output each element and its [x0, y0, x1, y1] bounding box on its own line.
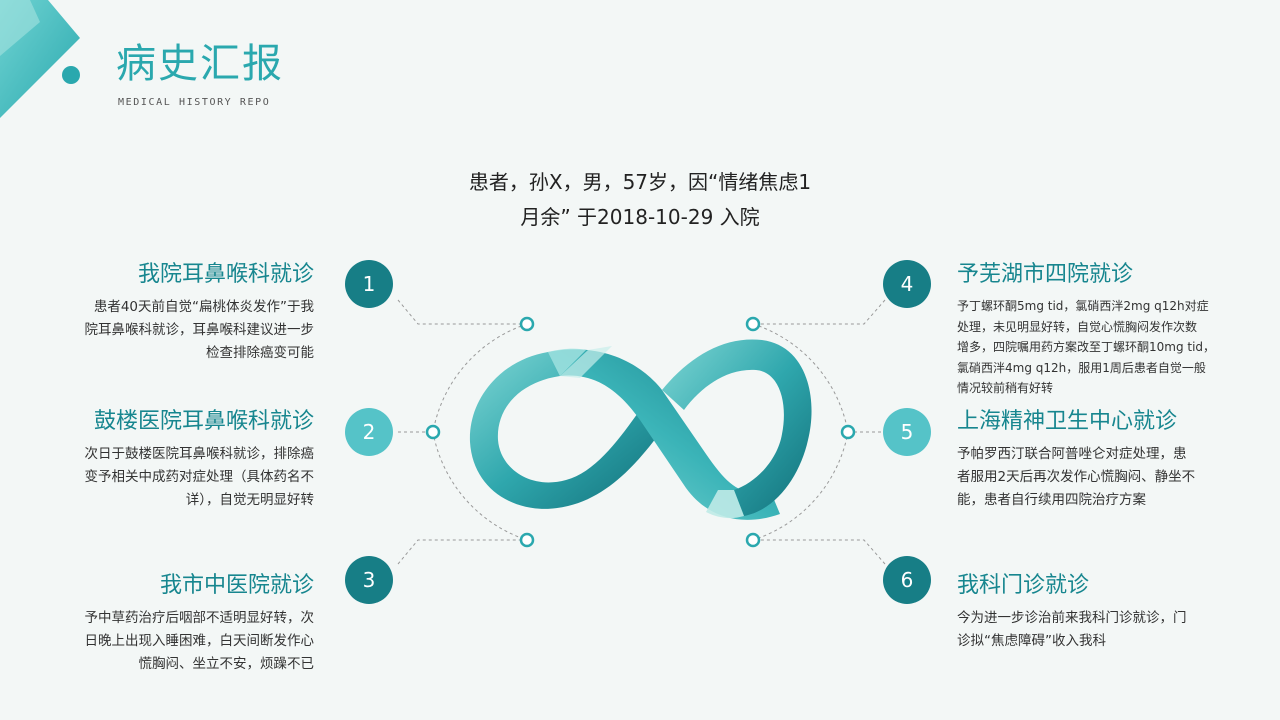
badge-4: 4: [883, 260, 931, 308]
event-line: 日晚上出现入睡困难，白天间断发作心: [84, 633, 315, 650]
event-5: 上海精神卫生中心就诊 予帕罗西汀联合阿普唑仑对症处理，患 者服用2天后再次发作心…: [957, 409, 1249, 512]
event-body: 患者40天前自觉“扁桃体炎发作”于我 院耳鼻喉科就诊，耳鼻喉科建议进一步 检查排…: [30, 296, 315, 365]
event-line: 次日于鼓楼医院耳鼻喉科就诊，排除癌: [84, 446, 315, 463]
event-title: 予芜湖市四院就诊: [957, 262, 1134, 287]
intro-text: 患者，孙X，男，57岁，因“情绪焦虑1 月余” 于2018-10-29 入院: [380, 165, 900, 235]
event-line: 处理，未见明显好转，自觉心慌胸闷发作次数: [957, 319, 1198, 334]
event-body: 予丁螺环酮5mg tid，氯硝西泮2mg q12h对症 处理，未见明显好转，自觉…: [957, 296, 1249, 399]
event-title: 鼓楼医院耳鼻喉科就诊: [93, 409, 314, 434]
event-line: 予帕罗西汀联合阿普唑仑对症处理，患: [957, 446, 1187, 463]
event-line: 诊拟“焦虑障碍”收入我科: [957, 633, 1106, 650]
badge-1: 1: [345, 260, 393, 308]
event-line: 今为进一步诊治前来我科门诊就诊，门: [957, 610, 1187, 627]
intro-line-1: 患者，孙X，男，57岁，因“情绪焦虑1: [468, 170, 812, 194]
intro-line-2: 月余” 于2018-10-29 入院: [520, 205, 760, 229]
corner-logo-icon: [0, 0, 80, 118]
event-line: 予丁螺环酮5mg tid，氯硝西泮2mg q12h对症: [957, 299, 1209, 314]
event-body: 今为进一步诊治前来我科门诊就诊，门 诊拟“焦虑障碍”收入我科: [957, 607, 1249, 653]
event-title: 我院耳鼻喉科就诊: [137, 262, 314, 287]
event-4: 予芜湖市四院就诊 予丁螺环酮5mg tid，氯硝西泮2mg q12h对症 处理，…: [957, 262, 1249, 399]
event-1: 我院耳鼻喉科就诊 患者40天前自觉“扁桃体炎发作”于我 院耳鼻喉科就诊，耳鼻喉科…: [30, 262, 315, 365]
event-line: 院耳鼻喉科就诊，耳鼻喉科建议进一步: [84, 322, 315, 339]
event-line: 氯硝西泮4mg q12h，服用1周后患者自觉一般: [957, 360, 1206, 375]
page-title: 病史汇报: [116, 41, 284, 87]
badge-6: 6: [883, 556, 931, 604]
event-3: 我市中医院就诊 予中草药治疗后咽部不适明显好转，次 日晚上出现入睡困难，白天间断…: [30, 573, 315, 676]
event-line: 者服用2天后再次发作心慌胸闷、静坐不: [957, 469, 1196, 486]
event-2: 鼓楼医院耳鼻喉科就诊 次日于鼓楼医院耳鼻喉科就诊，排除癌 变予相关中成药对症处理…: [30, 409, 315, 512]
event-title: 我科门诊就诊: [957, 573, 1090, 598]
event-line: 详），自觉无明显好转: [185, 492, 314, 509]
event-line: 予中草药治疗后咽部不适明显好转，次: [84, 610, 315, 627]
badge-3: 3: [345, 556, 393, 604]
event-body: 次日于鼓楼医院耳鼻喉科就诊，排除癌 变予相关中成药对症处理（具体药名不 详），自…: [30, 443, 315, 512]
badge-5: 5: [883, 408, 931, 456]
event-body: 予帕罗西汀联合阿普唑仑对症处理，患 者服用2天后再次发作心慌胸闷、静坐不 能，患…: [957, 443, 1249, 512]
event-body: 予中草药治疗后咽部不适明显好转，次 日晚上出现入睡困难，白天间断发作心 慌胸闷、…: [30, 607, 315, 676]
infinity-icon: [469, 339, 812, 520]
badge-2: 2: [345, 408, 393, 456]
event-line: 增多，四院嘱用药方案改至丁螺环酮10mg tid，: [957, 340, 1216, 355]
event-title: 我市中医院就诊: [159, 573, 314, 598]
event-line: 情况较前稍有好转: [957, 381, 1054, 396]
event-line: 患者40天前自觉“扁桃体炎发作”于我: [93, 299, 314, 316]
event-line: 能，患者自行续用四院治疗方案: [957, 492, 1146, 509]
event-line: 慌胸闷、坐立不安，烦躁不已: [138, 656, 315, 673]
event-line: 变予相关中成药对症处理（具体药名不: [84, 469, 315, 486]
event-title: 上海精神卫生中心就诊: [957, 409, 1178, 434]
event-6: 我科门诊就诊 今为进一步诊治前来我科门诊就诊，门 诊拟“焦虑障碍”收入我科: [957, 573, 1249, 653]
page-subtitle: MEDICAL HISTORY REPO: [118, 97, 271, 108]
event-line: 检查排除癌变可能: [206, 345, 314, 362]
